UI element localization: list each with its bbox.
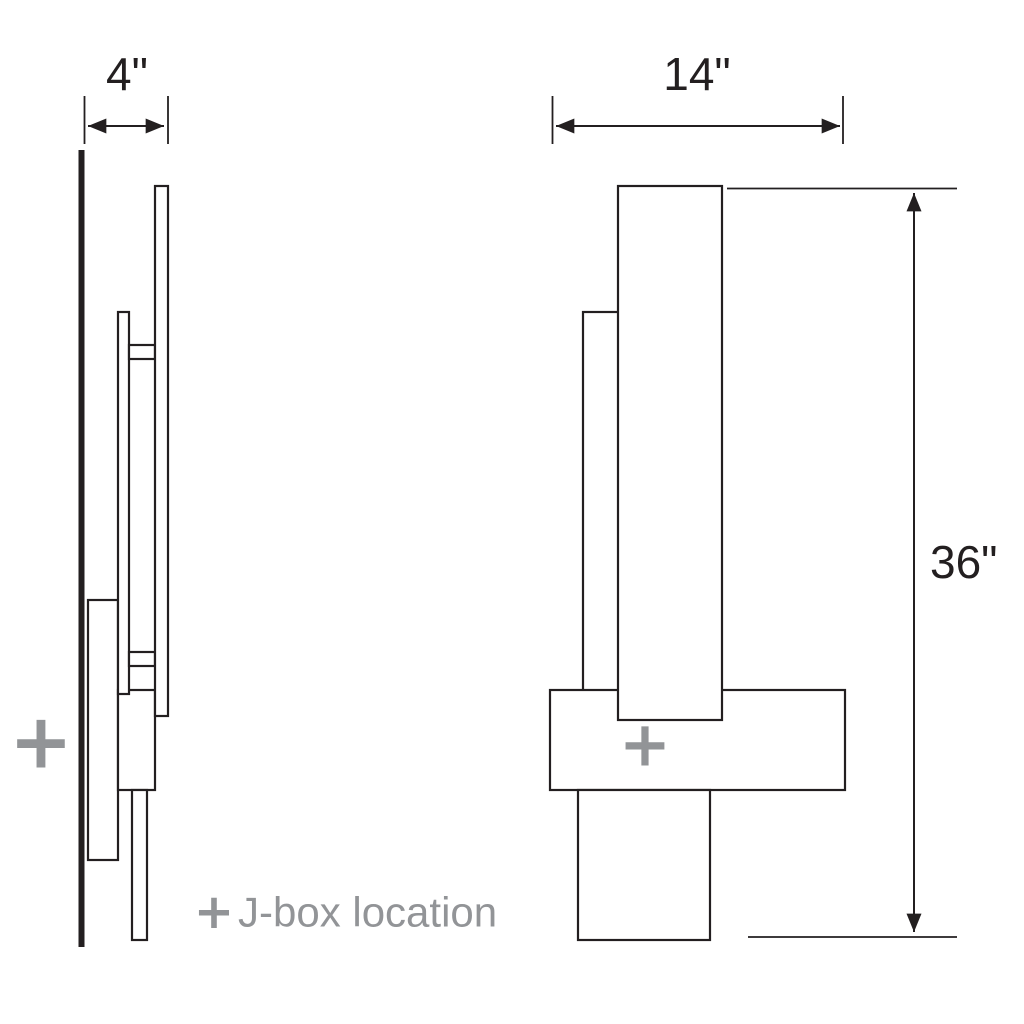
stem bbox=[576, 788, 712, 942]
jbox-marker-front: + bbox=[619, 708, 671, 781]
stem-edge bbox=[130, 788, 149, 942]
jbox-marker-side: + bbox=[9, 697, 73, 786]
bracket-bottom bbox=[127, 650, 157, 668]
depth-dimension: 4" bbox=[83, 48, 169, 144]
height-dimension-label: 36" bbox=[930, 536, 998, 588]
front-slab bbox=[616, 184, 724, 722]
height-dimension: 36" bbox=[727, 187, 998, 938]
width-dimension: 14" bbox=[551, 48, 844, 144]
backplate-edge bbox=[116, 310, 131, 696]
arm-edge bbox=[116, 688, 157, 792]
jbox-legend-symbol: + bbox=[194, 884, 234, 940]
width-dimension-label: 14" bbox=[663, 48, 731, 100]
depth-dimension-label: 4" bbox=[106, 48, 148, 100]
mount-plate-edge bbox=[86, 598, 120, 862]
front-slab-edge bbox=[153, 184, 170, 718]
bracket-top bbox=[127, 343, 157, 361]
jbox-legend: + J-box location bbox=[194, 884, 497, 940]
jbox-legend-label: J-box location bbox=[238, 889, 497, 936]
front-view: + bbox=[548, 184, 847, 942]
side-view bbox=[78, 150, 170, 947]
